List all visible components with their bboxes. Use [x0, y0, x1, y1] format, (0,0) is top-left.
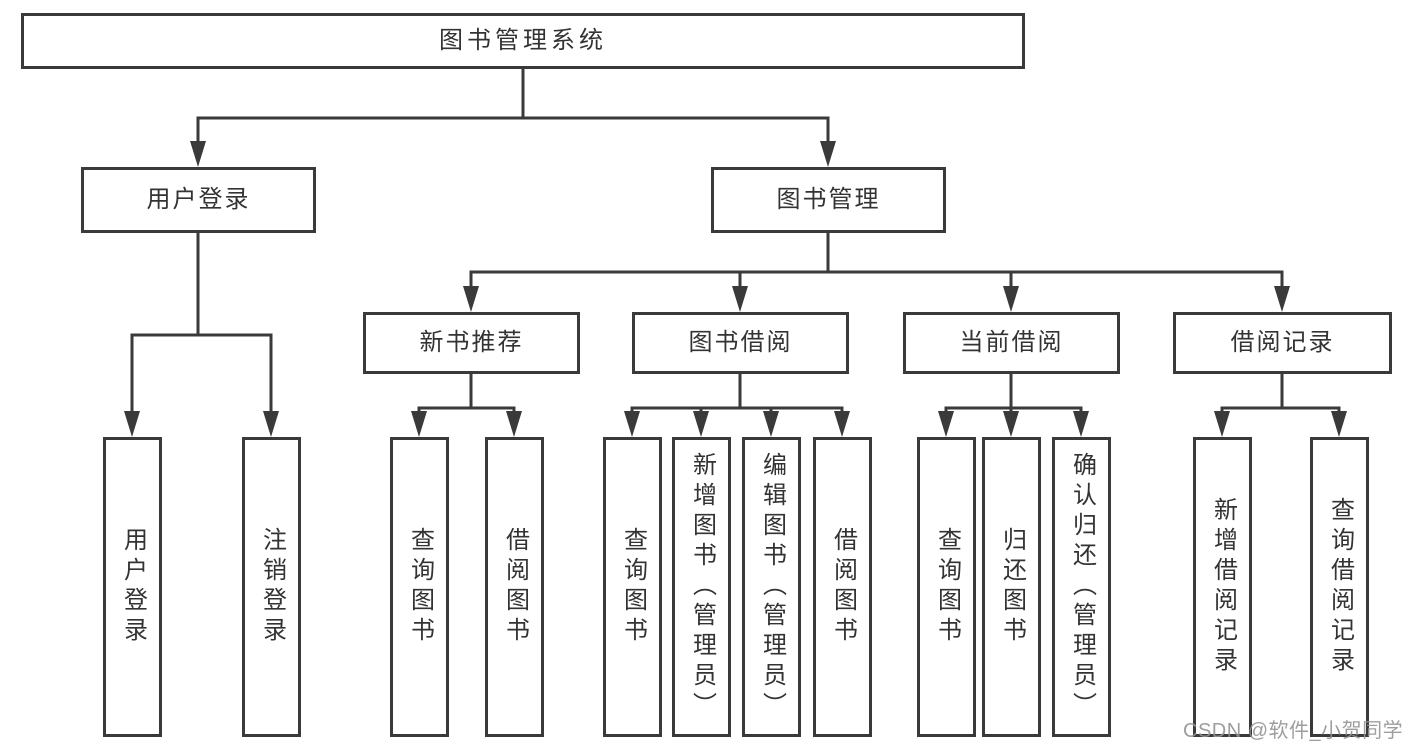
arrow-head [1073, 411, 1089, 437]
node-label: 用户登录 [146, 186, 251, 213]
node-label: 新增图书（管理员） [688, 452, 716, 722]
connector-newbook-to-leaves [417, 372, 516, 415]
node-label: 注销登录 [258, 527, 286, 647]
arrow-head [1214, 411, 1230, 437]
arrow-head [190, 141, 206, 167]
node-label: 查询借阅记录 [1326, 497, 1354, 677]
node-label: 编辑图书（管理员） [758, 452, 786, 722]
arrow-head [411, 411, 427, 437]
arrow-head [1331, 411, 1347, 437]
leaf-borrow-books: 借阅图书 [813, 437, 872, 737]
arrow-head [732, 286, 748, 312]
node-label: 借阅记录 [1230, 329, 1335, 356]
connector-currentborrow-to-leaves [944, 372, 1083, 415]
node-label: 归还图书 [998, 527, 1026, 647]
node-label: 图书管理 [776, 186, 881, 213]
arrow-head [938, 411, 954, 437]
node-user-login: 用户登录 [81, 167, 316, 233]
leaf-add-borrow-record: 新增借阅记录 [1193, 437, 1252, 737]
arrow-head [820, 141, 836, 167]
connector-userlogin-to-leaves [130, 231, 273, 415]
arrow-head [834, 411, 850, 437]
leaf-add-books-admin: 新增图书（管理员） [672, 437, 731, 737]
node-book-borrowing: 图书借阅 [632, 312, 849, 374]
node-label: 查询图书 [933, 527, 961, 647]
leaf-query-books-borrow: 查询图书 [603, 437, 662, 737]
node-label: 借阅图书 [501, 527, 529, 647]
node-label: 用户登录 [119, 527, 147, 647]
connector-bookborrow-to-leaves [630, 372, 844, 415]
leaf-query-books-newbook: 查询图书 [390, 437, 449, 737]
node-library-management-system: 图书管理系统 [21, 13, 1025, 69]
arrow-head [1003, 286, 1019, 312]
arrow-head [624, 411, 640, 437]
node-label: 查询图书 [406, 527, 434, 647]
node-book-management: 图书管理 [711, 167, 946, 233]
node-label: 确认归还（管理员） [1068, 452, 1096, 722]
node-label: 新增借阅记录 [1209, 497, 1237, 677]
node-borrowing-records: 借阅记录 [1173, 312, 1392, 374]
arrow-head [1274, 286, 1290, 312]
leaf-logout: 注销登录 [242, 437, 301, 737]
leaf-return-books: 归还图书 [982, 437, 1041, 737]
node-current-borrowing: 当前借阅 [903, 312, 1120, 374]
arrow-head [463, 286, 479, 312]
leaf-query-borrow-record: 查询借阅记录 [1310, 437, 1369, 737]
connector-root-to-level2 [196, 67, 830, 145]
node-label: 新书推荐 [419, 329, 524, 356]
connector-borrowrecords-to-leaves [1220, 372, 1341, 415]
arrow-head [693, 411, 709, 437]
node-label: 借阅图书 [829, 527, 857, 647]
arrow-head [124, 411, 140, 437]
watermark: CSDN @软件_小贺同学 [1183, 720, 1404, 742]
arrow-head [506, 411, 522, 437]
node-label: 当前借阅 [959, 329, 1064, 356]
node-label: 图书管理系统 [439, 27, 607, 54]
arrow-head [763, 411, 779, 437]
leaf-borrow-books-newbook: 借阅图书 [485, 437, 544, 737]
leaf-edit-books-admin: 编辑图书（管理员） [742, 437, 801, 737]
leaf-confirm-return-admin: 确认归还（管理员） [1052, 437, 1111, 737]
arrow-head [263, 411, 279, 437]
node-label: 图书借阅 [688, 329, 793, 356]
leaf-query-books-current: 查询图书 [917, 437, 976, 737]
connector-bookmgmt-to-level3 [469, 231, 1284, 290]
node-new-book-recommendation: 新书推荐 [363, 312, 580, 374]
leaf-user-login: 用户登录 [103, 437, 162, 737]
arrow-head [1003, 411, 1019, 437]
node-label: 查询图书 [619, 527, 647, 647]
